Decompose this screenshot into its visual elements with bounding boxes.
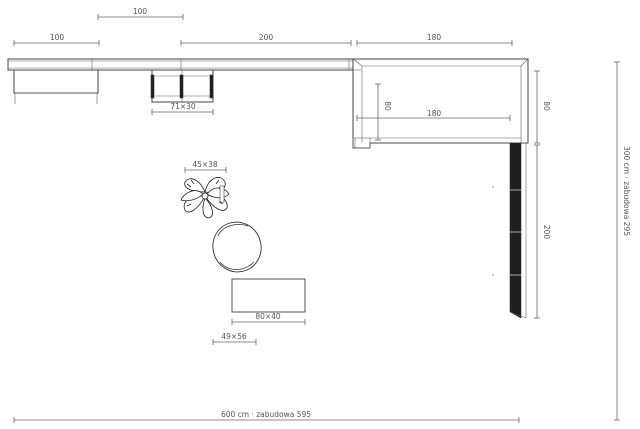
dimension-top-middle: 200 [180,33,352,46]
dimension-label: 600 cm · zabudowa 595 [221,410,311,419]
dimension-label: 300 cm · zabudowa 295 [622,146,631,236]
dimension-label: 71×30 [170,102,196,111]
dimension-top-offset: 100 [97,7,184,20]
chair-icon [212,221,262,273]
table: 80×40 [231,278,306,325]
top-wall-cabinets [7,58,354,71]
dimension-label: 180 [427,109,442,118]
right-wardrobe [492,142,527,319]
dimension-total-height: 300 cm · zabudowa 295 [614,61,631,421]
dimension-corner-inner-width: 180 [356,109,511,121]
dimension-label: 180 [427,33,442,42]
dimension-label: 80 [542,101,551,111]
dimension-right-top: 80 [534,70,551,144]
dimension-total-width: 600 cm · zabudowa 595 [13,410,520,423]
plant-icon: 45×38 [180,160,230,219]
dimension-label: 49×56 [221,332,247,341]
dimension-label: 80×40 [255,312,281,321]
shelf-unit: 71×30 [150,69,214,115]
dimension-corner-depth: 80 [375,83,392,141]
dimension-label: 45×38 [192,160,218,169]
dimension-label: 200 [259,33,274,42]
dimension-label: 100 [50,33,65,42]
corner-unit [352,58,529,149]
dimension-label: 200 [542,225,551,240]
dimension-chair: 49×56 [212,332,257,345]
dimension-label: 100 [133,7,148,16]
dimension-top-right: 180 [356,33,513,46]
left-cabinet [13,69,99,104]
dimension-top-left: 100 [13,33,100,46]
dimension-label: 80 [383,101,392,111]
dimension-right-bottom: 200 [534,144,551,319]
